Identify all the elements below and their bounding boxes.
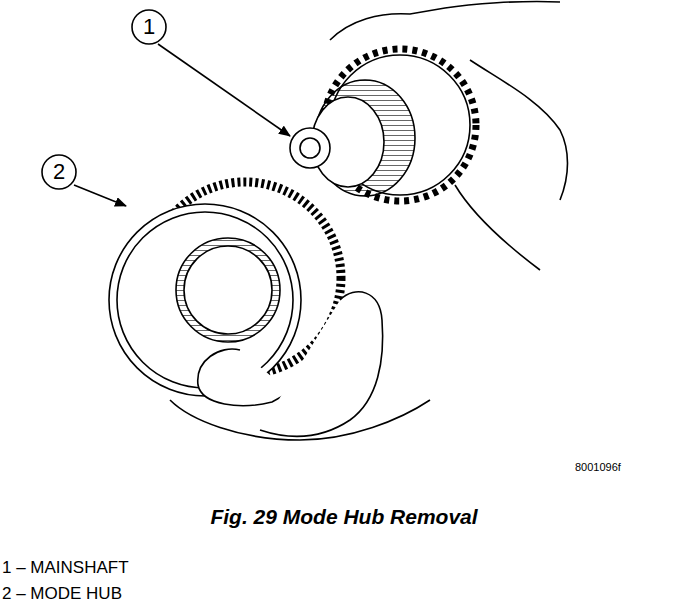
callout-number: 2 [40, 159, 78, 185]
figure-caption: Fig. 29 Mode Hub Removal [0, 505, 688, 529]
legend-entry: 1 – MAINSHAFT [2, 558, 129, 578]
figure-id: 8001096f [575, 461, 621, 473]
callout-circle: 2 [40, 153, 78, 191]
callout-circle: 1 [130, 8, 168, 46]
legend-entry: 2 – MODE HUB [2, 584, 122, 604]
callout-number: 1 [130, 14, 168, 40]
